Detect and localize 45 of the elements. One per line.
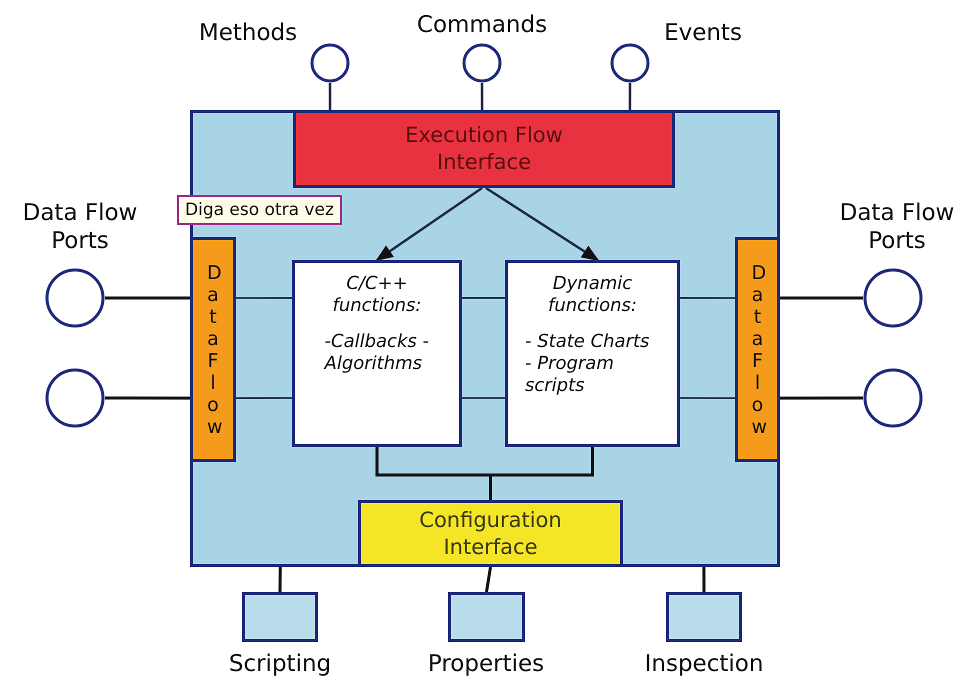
- connector-line: [780, 296, 863, 300]
- connector-line: [105, 296, 190, 300]
- vertical-label: Data Flow: [206, 262, 220, 438]
- port-label: Data Flow Ports: [838, 200, 956, 256]
- item-list: -Callbacks -Algorithms: [324, 331, 430, 375]
- service-box: [242, 592, 318, 642]
- service-box: [666, 592, 742, 642]
- service-box: [448, 592, 525, 642]
- interface-box: [358, 500, 623, 567]
- box-title: Configuration Interface: [418, 506, 563, 560]
- connector-line: [480, 83, 484, 110]
- port-label: Events: [664, 20, 742, 48]
- connector-line: [105, 396, 190, 400]
- arrow: [376, 186, 483, 262]
- connector-line: [680, 397, 735, 399]
- box-title: Execution Flow Interface: [404, 122, 564, 176]
- function-box: [505, 260, 680, 447]
- connector-line: [489, 447, 594, 500]
- connector-line: [278, 566, 282, 592]
- item-list: - State Charts - Program scripts: [525, 331, 660, 397]
- data-flow-bar: [735, 237, 780, 462]
- service-label: Inspection: [644, 651, 764, 679]
- connector-line: [236, 397, 292, 399]
- interface-box: [293, 110, 675, 188]
- connector-line: [628, 83, 632, 110]
- port-label: Methods: [198, 20, 298, 48]
- tooltip: Diga eso otra vez: [177, 195, 342, 225]
- port-label: Commands: [416, 12, 548, 40]
- connector-line: [680, 297, 735, 299]
- data-flow-bar: [190, 237, 236, 462]
- box-heading: C/C++ functions:: [332, 273, 422, 317]
- connector-line: [485, 566, 492, 592]
- connector-line: [462, 297, 505, 299]
- connector-line: [328, 83, 332, 110]
- service-label: Properties: [428, 651, 544, 679]
- connector-line: [462, 397, 505, 399]
- connector-line: [236, 297, 292, 299]
- arrow: [485, 186, 600, 262]
- connector-line: [780, 396, 863, 400]
- vertical-label: Data Flow: [751, 262, 764, 438]
- connector-line: [702, 567, 706, 592]
- service-label: Scripting: [228, 651, 332, 679]
- port-label: Data Flow Ports: [22, 200, 138, 256]
- box-heading: Dynamic functions:: [547, 273, 638, 317]
- function-box: [292, 260, 462, 447]
